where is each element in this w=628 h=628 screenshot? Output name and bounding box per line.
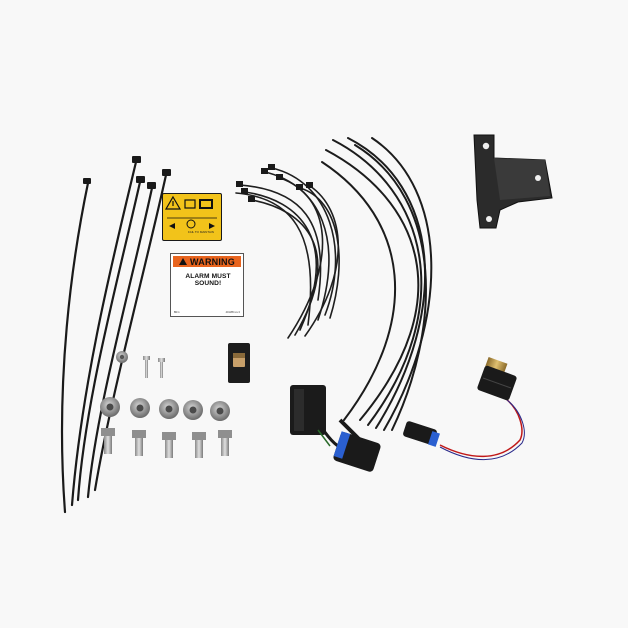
harness-wires [321,137,433,431]
short-cable-ties [235,167,340,339]
warning-decal: WARNING ALARM MUST SOUND! ​ BR-1 401185 … [170,253,244,317]
safety-decal-footer: FAIL TO MAINTAIN [188,231,214,234]
warning-triangle-icon [179,258,188,265]
washers [100,397,230,421]
warning-code-right: 401185 rev 0 [225,311,240,314]
warning-code-left: BR-1 [174,311,180,314]
pressure-switch-assembly [403,356,525,461]
relay [290,385,347,452]
warning-fine-print: ​ [174,282,242,285]
small-hardware [116,351,165,378]
hex-screws [101,428,232,458]
safety-pictogram-decal: FAIL TO MAINTAIN [162,193,222,241]
cable-tie-heads [83,156,171,189]
warning-header: WARNING [173,256,241,267]
warning-header-text: WARNING [190,256,235,267]
toggle-switch [228,343,250,383]
warning-alarm-text: ALARM MUST SOUND! [185,273,231,287]
long-cable-ties [60,160,168,514]
pictogram-icons [164,195,217,229]
mounting-bracket [473,134,553,229]
harness-connector [333,418,381,472]
short-cable-tie-heads [236,164,313,202]
